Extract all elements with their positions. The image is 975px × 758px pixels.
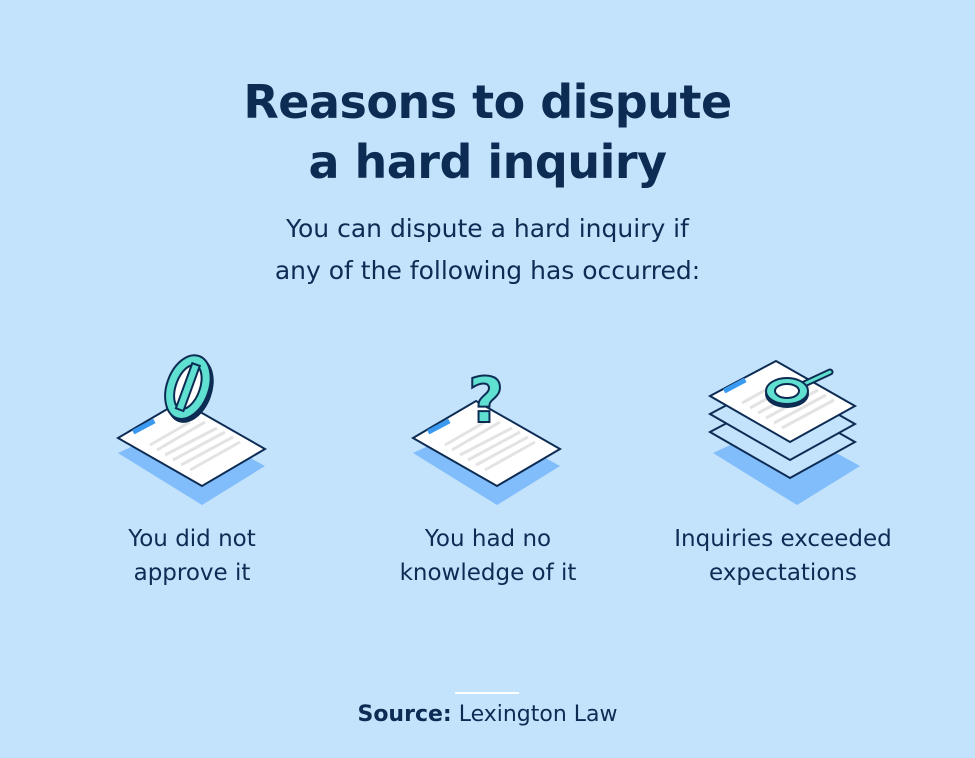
reason-3-line-1: Inquiries exceeded [674,526,892,552]
source-value: Lexington Law [458,702,618,727]
magnifier-documents-icon [707,359,860,505]
source-note: Source: Lexington Law [0,702,975,727]
reason-2-line-1: You had no [424,526,552,552]
title-line-1: Reasons to dispute [243,75,732,129]
subtitle: You can dispute a hard inquiry if any of… [0,208,975,292]
reason-caption-3: Inquiries exceeded expectations [633,522,933,590]
prohibited-document-icon [116,354,267,505]
question-document-icon: ? [411,363,562,505]
title-line-2: a hard inquiry [308,135,667,189]
reason-caption-2: You had no knowledge of it [338,522,638,590]
subtitle-line-1: You can dispute a hard inquiry if [286,214,689,243]
subtitle-line-2: any of the following has occurred: [274,256,701,285]
reason-1-line-1: You did not [128,526,256,552]
divider [455,692,519,694]
page-title: Reasons to dispute a hard inquiry [0,72,975,192]
reason-3-line-2: expectations [709,560,857,586]
svg-text:?: ? [468,364,504,437]
reason-1-line-2: approve it [133,560,251,586]
reason-2-line-2: knowledge of it [399,560,577,586]
source-label: Source: [357,702,452,727]
reason-caption-1: You did not approve it [42,522,342,590]
